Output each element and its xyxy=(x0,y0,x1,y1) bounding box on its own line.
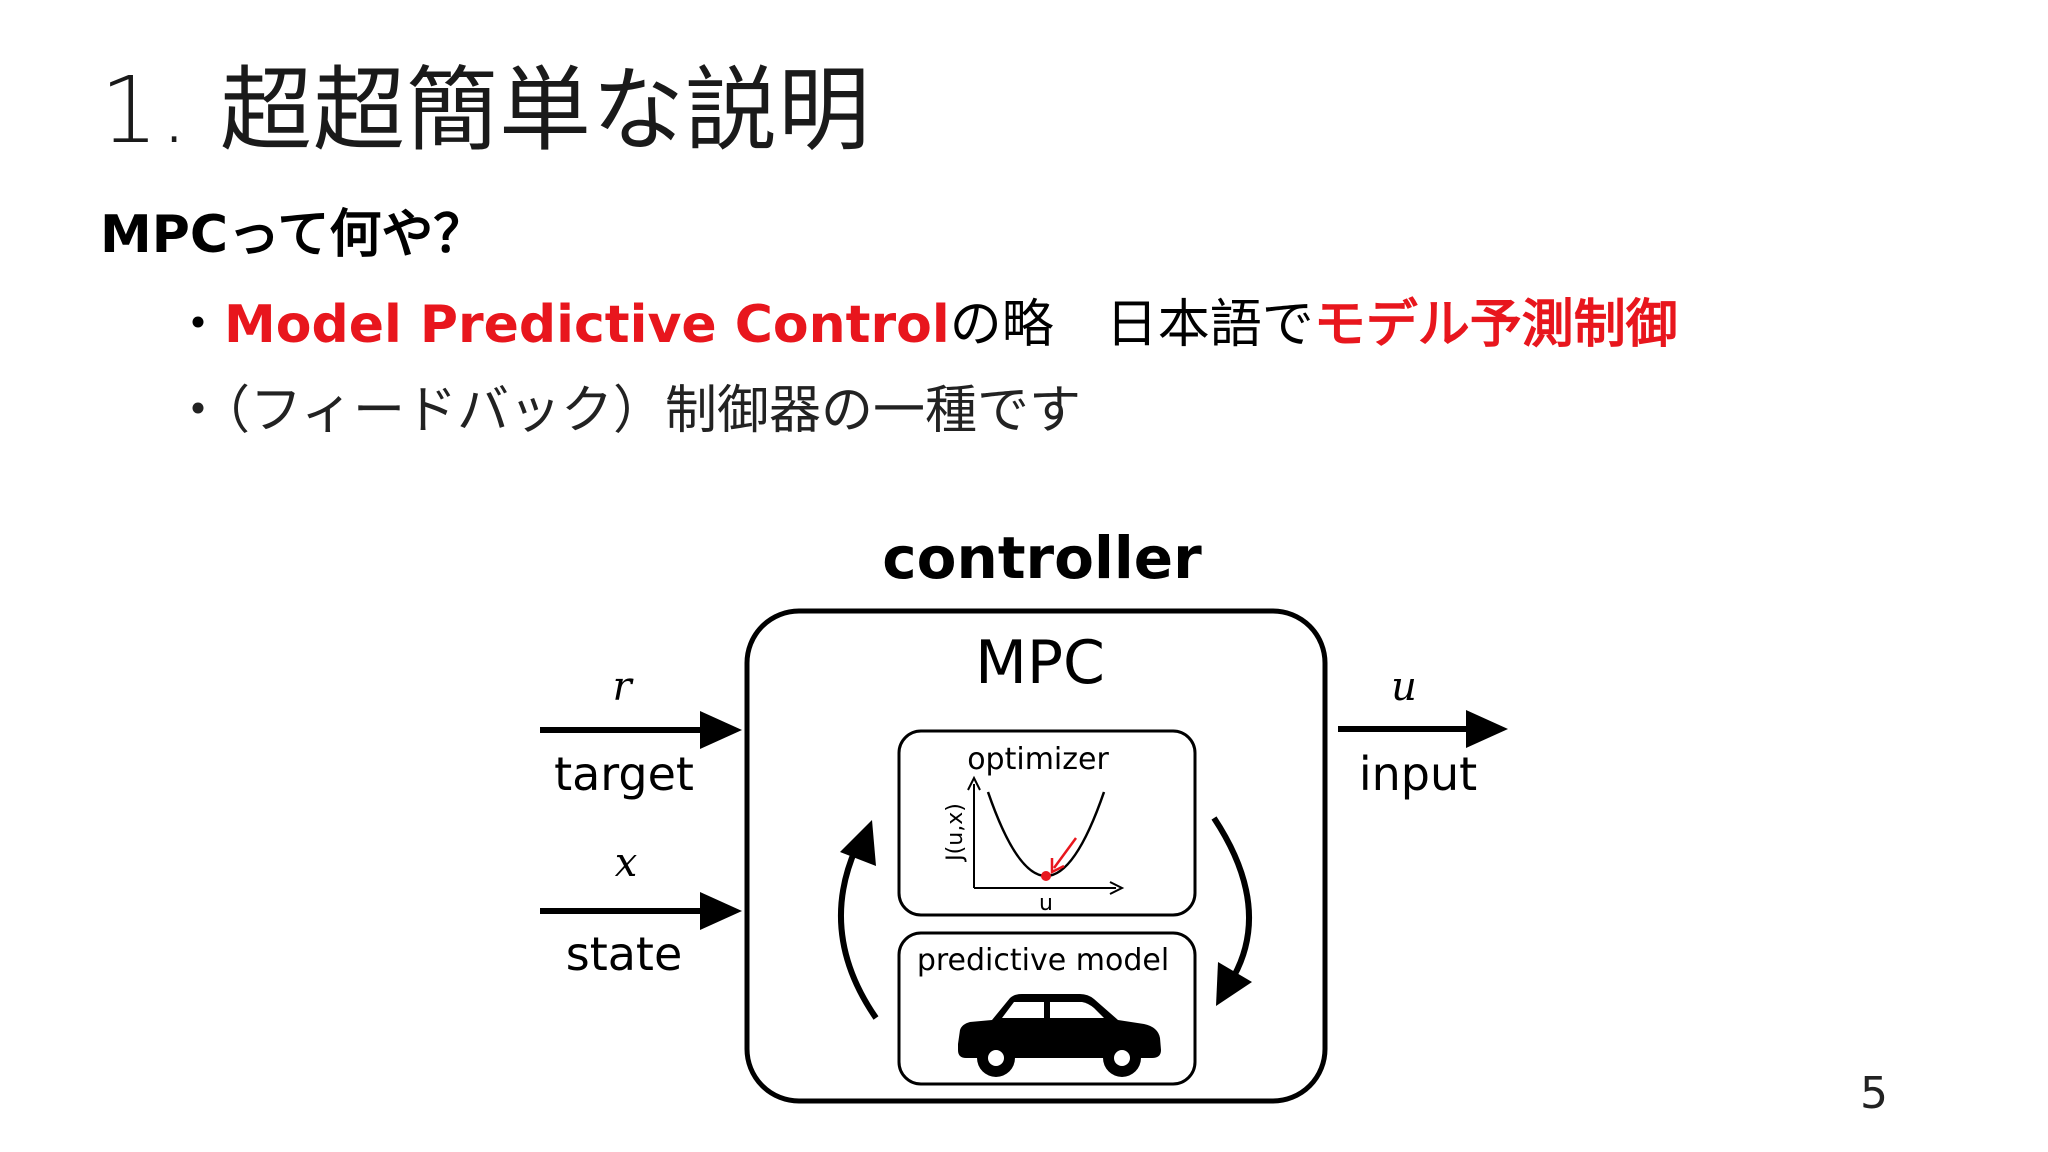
optimizer-box xyxy=(897,729,1197,917)
optimizer-x-axis-arrowhead xyxy=(1109,881,1125,895)
bullet-marker: ・ xyxy=(172,295,225,355)
optimizer-y-axis-label: J(u,x) xyxy=(943,803,968,863)
mpc-label: MPC xyxy=(975,628,1105,698)
mpc-box xyxy=(744,608,1328,1104)
target-arrowhead xyxy=(700,711,742,749)
slide-title: 1. 超超簡単な説明 xyxy=(100,57,872,164)
minimum-point xyxy=(1041,871,1051,881)
feedback-arrow-down xyxy=(1211,816,1252,978)
target-label: target xyxy=(554,747,694,801)
bullet-highlight-term: Model Predictive Control xyxy=(224,295,950,355)
cost-curve xyxy=(986,791,1106,877)
predictive-model-label: predictive model xyxy=(917,943,1169,978)
feedback-arrow-down-head xyxy=(1216,962,1252,1006)
optimizer-label: optimizer xyxy=(967,742,1109,777)
bullet-item: ・Model Predictive Controlの略 日本語でモデル予測制御 xyxy=(172,282,1678,357)
controller-label: controller xyxy=(882,524,1202,592)
target-symbol: r xyxy=(612,664,634,710)
output-arrowhead xyxy=(1466,710,1508,748)
bullet-marker: ・ xyxy=(172,381,225,441)
bullet-item: ・（フィードバック）制御器の一種です xyxy=(172,368,1081,443)
bullet-text: （フィードバック）制御器の一種です xyxy=(224,381,1081,441)
input-label: input xyxy=(1359,747,1477,801)
minimum-indicator-arrowhead xyxy=(1050,858,1065,875)
page-number: 5 xyxy=(1860,1068,1888,1119)
state-label: state xyxy=(566,927,683,981)
optimizer-y-axis-arrowhead xyxy=(967,775,981,791)
state-symbol: x xyxy=(615,840,638,886)
input-symbol: u xyxy=(1391,664,1417,710)
bullet-text: の略 日本語で xyxy=(949,295,1314,355)
predictive-model-box xyxy=(897,931,1197,1086)
subheading: MPCって何や？ xyxy=(100,205,486,265)
state-arrowhead xyxy=(700,892,742,930)
bullet-highlight-translation: モデル予測制御 xyxy=(1313,295,1678,355)
minimum-indicator-arrow xyxy=(1052,837,1078,869)
feedback-arrow-up-head xyxy=(840,820,876,866)
car-icon xyxy=(958,994,1161,1077)
optimizer-x-axis-label: u xyxy=(1039,891,1053,916)
feedback-arrow-up xyxy=(838,846,879,1020)
